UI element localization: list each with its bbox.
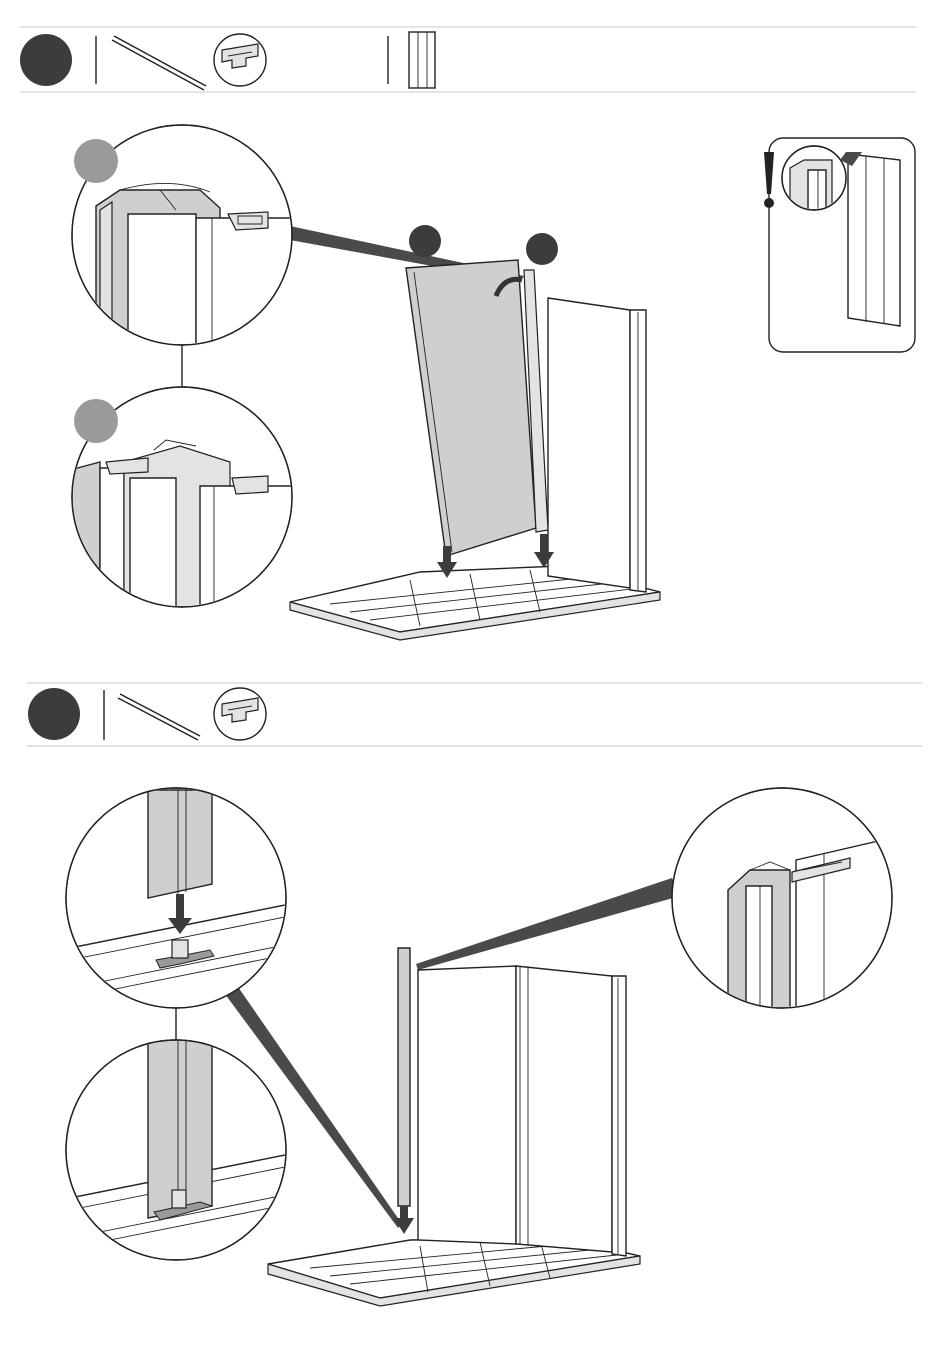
callout-1-badge xyxy=(74,139,118,183)
callout-2-badge xyxy=(74,399,118,443)
wall-panel-part xyxy=(409,32,435,88)
sequence-badge-2 xyxy=(526,233,558,265)
detail-callout-5 xyxy=(672,788,900,1010)
sequence-badge-1 xyxy=(409,225,441,257)
step-1-badge xyxy=(20,34,72,86)
detail-callout-2 xyxy=(70,387,292,610)
step-1-illustration xyxy=(70,125,915,640)
detail-callout-3 xyxy=(60,788,300,1020)
corner-post xyxy=(398,948,410,1206)
detail-callout-4 xyxy=(60,1040,300,1270)
zoom-pointer-3 xyxy=(416,878,680,970)
step-1-header xyxy=(20,27,916,92)
wall-panel-tilted xyxy=(406,260,536,556)
warning-callout xyxy=(764,138,915,352)
step-2-illustration xyxy=(60,788,900,1306)
step-2-badge xyxy=(28,688,80,740)
connector-profile-part-2 xyxy=(118,688,266,740)
assembled-walls xyxy=(418,966,626,1256)
down-arrow-3 xyxy=(394,1206,414,1234)
detail-callout-1 xyxy=(72,125,292,345)
step-2-header xyxy=(27,683,922,746)
standing-wall xyxy=(548,298,646,592)
connector-profile-part xyxy=(112,34,266,90)
